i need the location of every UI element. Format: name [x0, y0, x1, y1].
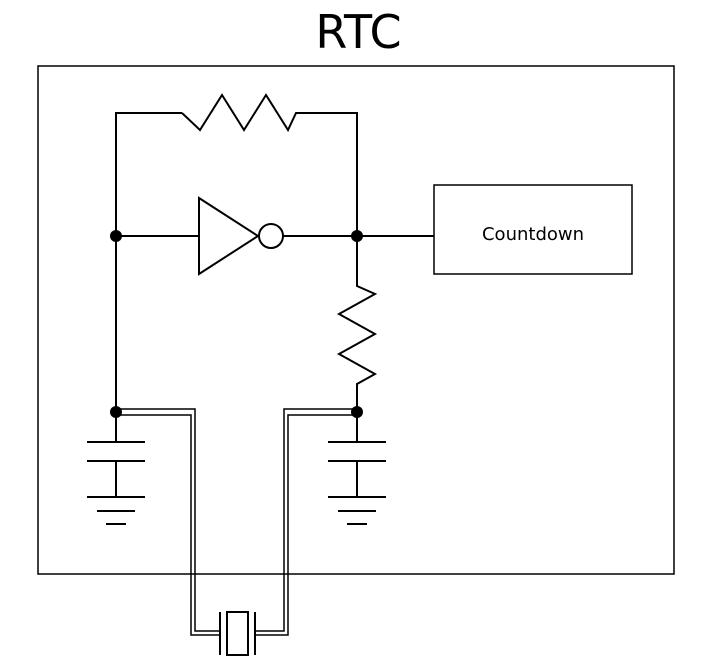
- junction-node: [110, 230, 122, 242]
- countdown-block: Countdown: [433, 184, 633, 275]
- ground-symbol-left: [87, 496, 145, 525]
- feedback-resistor: [115, 93, 358, 412]
- ground-symbol-right: [328, 496, 386, 525]
- diagram-title: RTC: [315, 5, 402, 59]
- crystal-leads: [116, 408, 357, 636]
- series-resistor: [336, 236, 378, 412]
- inverter-gate: [116, 196, 357, 276]
- inverter-bubble: [258, 223, 284, 249]
- crystal-oscillator: [219, 611, 256, 656]
- rtc-chip-boundary: [37, 65, 675, 575]
- right-capacitor: [328, 412, 386, 497]
- junction-node: [351, 230, 363, 242]
- left-capacitor: [87, 412, 145, 497]
- countdown-label: Countdown: [482, 224, 584, 245]
